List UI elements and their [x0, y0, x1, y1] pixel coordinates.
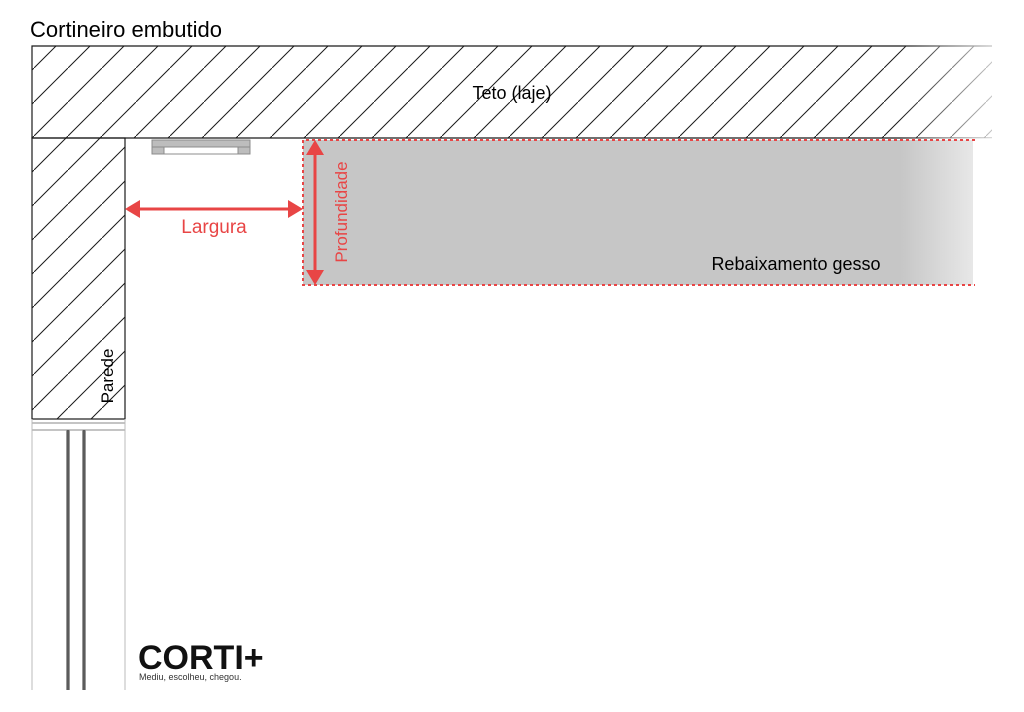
width-dimension-arrow [125, 200, 303, 218]
logo-tagline: Mediu, escolheu, chegou. [139, 672, 242, 682]
ceiling-slab [31, 40, 1024, 144]
wall [31, 137, 126, 420]
diagram-title: Cortineiro embutido [30, 17, 222, 42]
drop-ceiling-label: Rebaixamento gesso [711, 254, 880, 274]
wall-label: Parede [98, 349, 117, 404]
width-label: Largura [181, 217, 247, 238]
corti-logo: CORTI+ Mediu, escolheu, chegou. [138, 639, 264, 682]
depth-label: Profundidade [332, 161, 351, 262]
curtain-rail [151, 139, 251, 155]
window-frame [31, 419, 126, 690]
depth-dimension-arrow [306, 140, 324, 285]
ceiling-label: Teto (laje) [472, 83, 551, 103]
logo-name: CORTI+ [138, 639, 264, 677]
drop-ceiling [302, 138, 1024, 288]
